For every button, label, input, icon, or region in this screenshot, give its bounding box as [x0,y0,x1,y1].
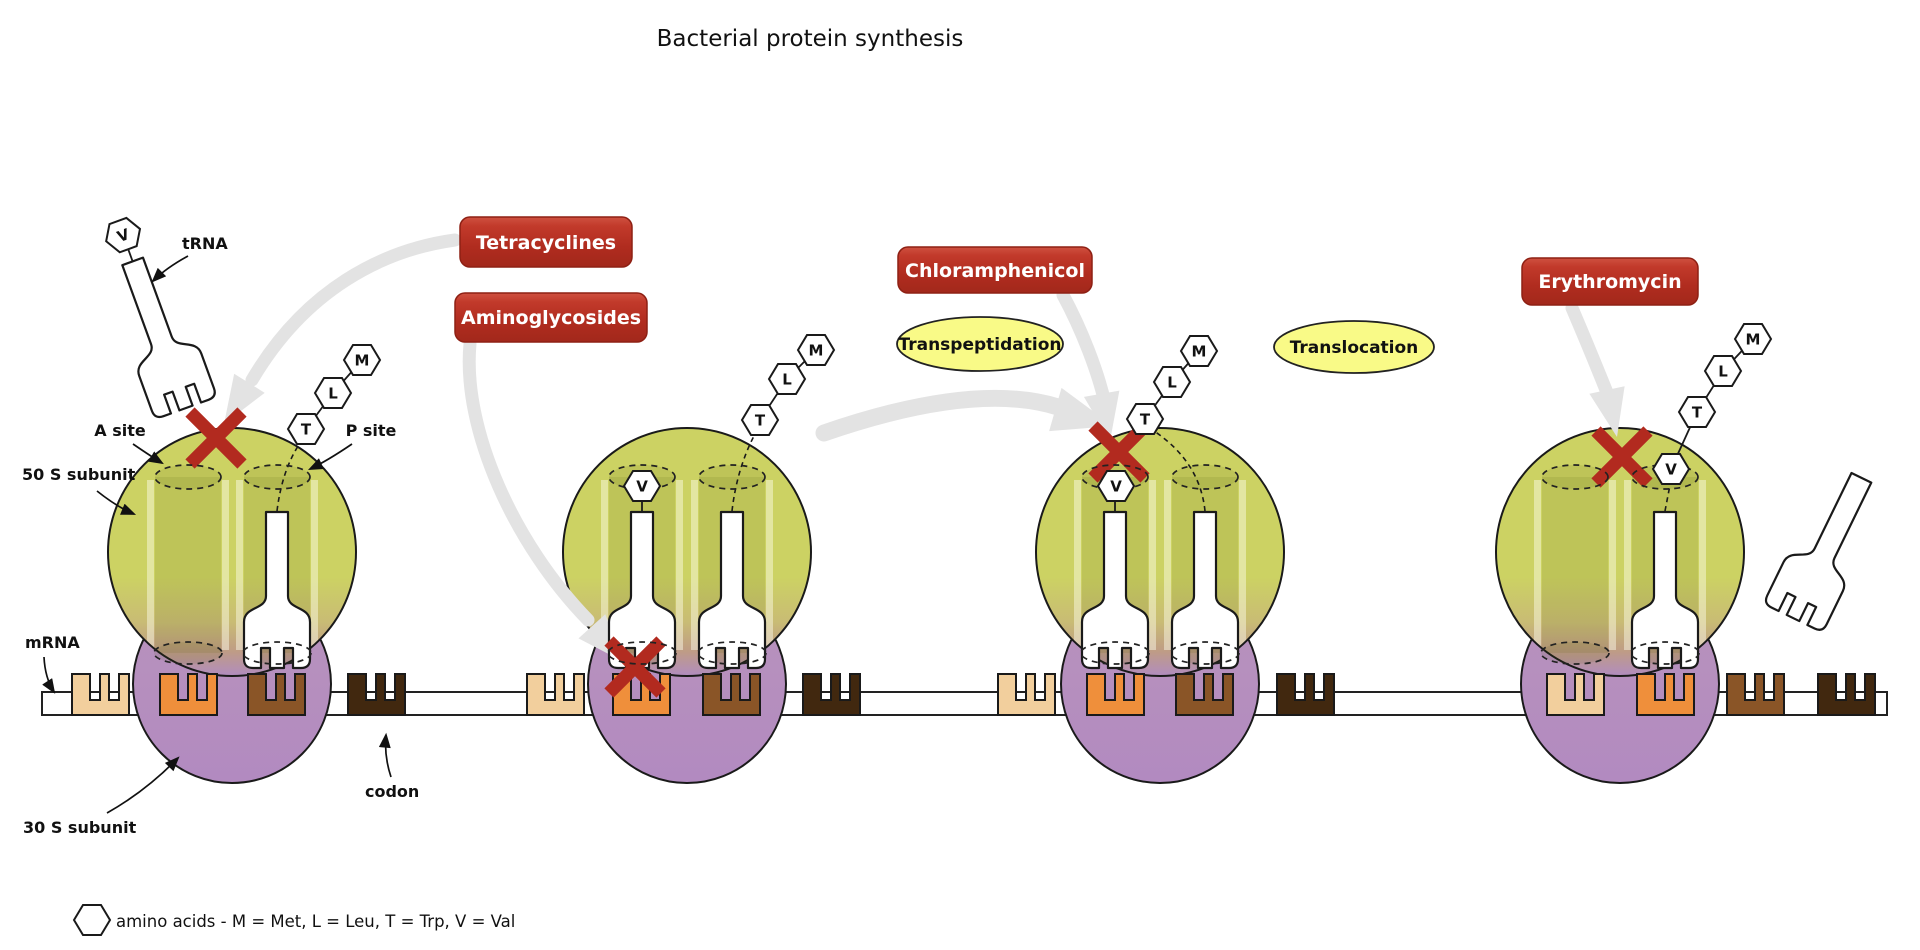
mrna-strand [41,691,1888,716]
mrna-label: mRNA [25,633,80,652]
drug-badges: Tetracyclines Aminoglycosides Chloramphe… [454,216,1699,343]
aminoglycosides-badge-label: Aminoglycosides [461,307,641,329]
trnas: V [100,213,1893,670]
codon-brown [1175,673,1234,716]
amino-acid-letter: L [782,371,792,389]
erythromycin-badge [1521,257,1699,306]
codon-brown [702,673,761,716]
codon-pointer [378,732,392,778]
amino-acid-letter: T [1140,411,1151,429]
erythromycin-arrow [1565,301,1617,407]
transpeptidation-arrow [815,389,1067,442]
legend: amino acids - M = Met, L = Leu, T = Trp,… [73,904,515,936]
amino-acid-letter: T [301,421,312,439]
tetracyclines-badge-label: Tetracyclines [476,232,616,254]
amino-acid-letter: V [1665,461,1677,479]
30s-subunit-label: 30 S subunit [23,818,137,837]
codon-dark [802,673,861,716]
trna-label: tRNA [182,234,228,253]
amino-acid-letter: M [1192,343,1207,361]
codon-orange [159,673,218,716]
x-mark-aminoglycoside [604,636,666,698]
translocation-oval [1273,320,1435,374]
amino-acid-letter: V [1110,478,1122,496]
process-ovals: Transpeptidation Translocation [896,316,1435,374]
codon-brown [1726,673,1785,716]
aminoglycosides-badge [454,292,648,343]
annotation-arrows [42,255,392,814]
amino-acid-letter: M [355,352,370,370]
codon-tan [526,673,585,716]
p-site-label: P site [346,421,397,440]
amino-acid-chains: T L M V T L M V T L M V T L M [287,323,1772,502]
amino-acid-letter: M [809,342,824,360]
site-ellipse-fills [154,465,1699,664]
p-site-pointer [307,443,353,470]
codon-orange [1086,673,1145,716]
chloramphenicol-arrow [1056,288,1112,410]
amino-acid-letter: L [328,385,338,403]
gray-arrows [208,233,1635,675]
codon-tan [997,673,1056,716]
x-mark-erythromycin [1591,426,1653,488]
codon-dark [1276,673,1335,716]
tetracycline-arrow [245,233,462,387]
codon-dark [1817,673,1876,716]
x-mark-tetracycline [185,407,247,469]
transpeptidation-label: Transpeptidation [898,335,1061,355]
legend-hexagon-icon [73,904,111,936]
amino-acid-letter: L [1718,363,1728,381]
codon-orange [1636,673,1695,716]
annotation-labels: tRNA A site P site 50 S subunit mRNA 30 … [22,234,419,837]
codon-label: codon [365,782,419,801]
amino-acid-letter: L [1167,374,1177,392]
legend-text: amino acids - M = Met, L = Leu, T = Trp,… [116,912,515,931]
tetracyclines-badge [459,216,633,268]
trna-pointer [151,255,189,283]
translocation-label: Translocation [1290,338,1419,358]
aminoglycoside-arrow [462,337,595,627]
50s-subunits [107,427,1745,677]
chloramphenicol-badge [897,246,1093,294]
50s-subunit-shape [1035,427,1285,677]
departing-trna [1762,462,1893,634]
50s-pointer [96,490,137,515]
codon-tan [1546,673,1605,716]
codon-brown [247,673,306,716]
30s-pointer [106,756,180,814]
erythromycin-badge-label: Erythromycin [1538,271,1681,293]
codon-dark [347,673,406,716]
page-title: Bacterial protein synthesis [657,26,964,52]
incoming-trna: V [100,213,219,421]
a-site-label: A site [94,421,146,440]
inhibition-x-marks [185,407,1653,698]
amino-acid-letter: V [636,478,648,496]
amino-acid-letter: T [755,412,766,430]
ribosome-site-channels [147,477,1706,653]
transpeptidation-oval [896,316,1064,372]
site-ellipse-outlines [153,464,1700,665]
chloramphenicol-badge-label: Chloramphenicol [905,260,1085,282]
amino-acid-letter: M [1746,331,1761,349]
30s-subunits [132,584,1720,784]
a-site-pointer [132,443,164,465]
50s-subunit-label: 50 S subunit [22,465,136,484]
mrna-pointer [42,656,56,694]
amino-acid-letter: T [1692,404,1703,422]
codon-tan [71,673,130,716]
